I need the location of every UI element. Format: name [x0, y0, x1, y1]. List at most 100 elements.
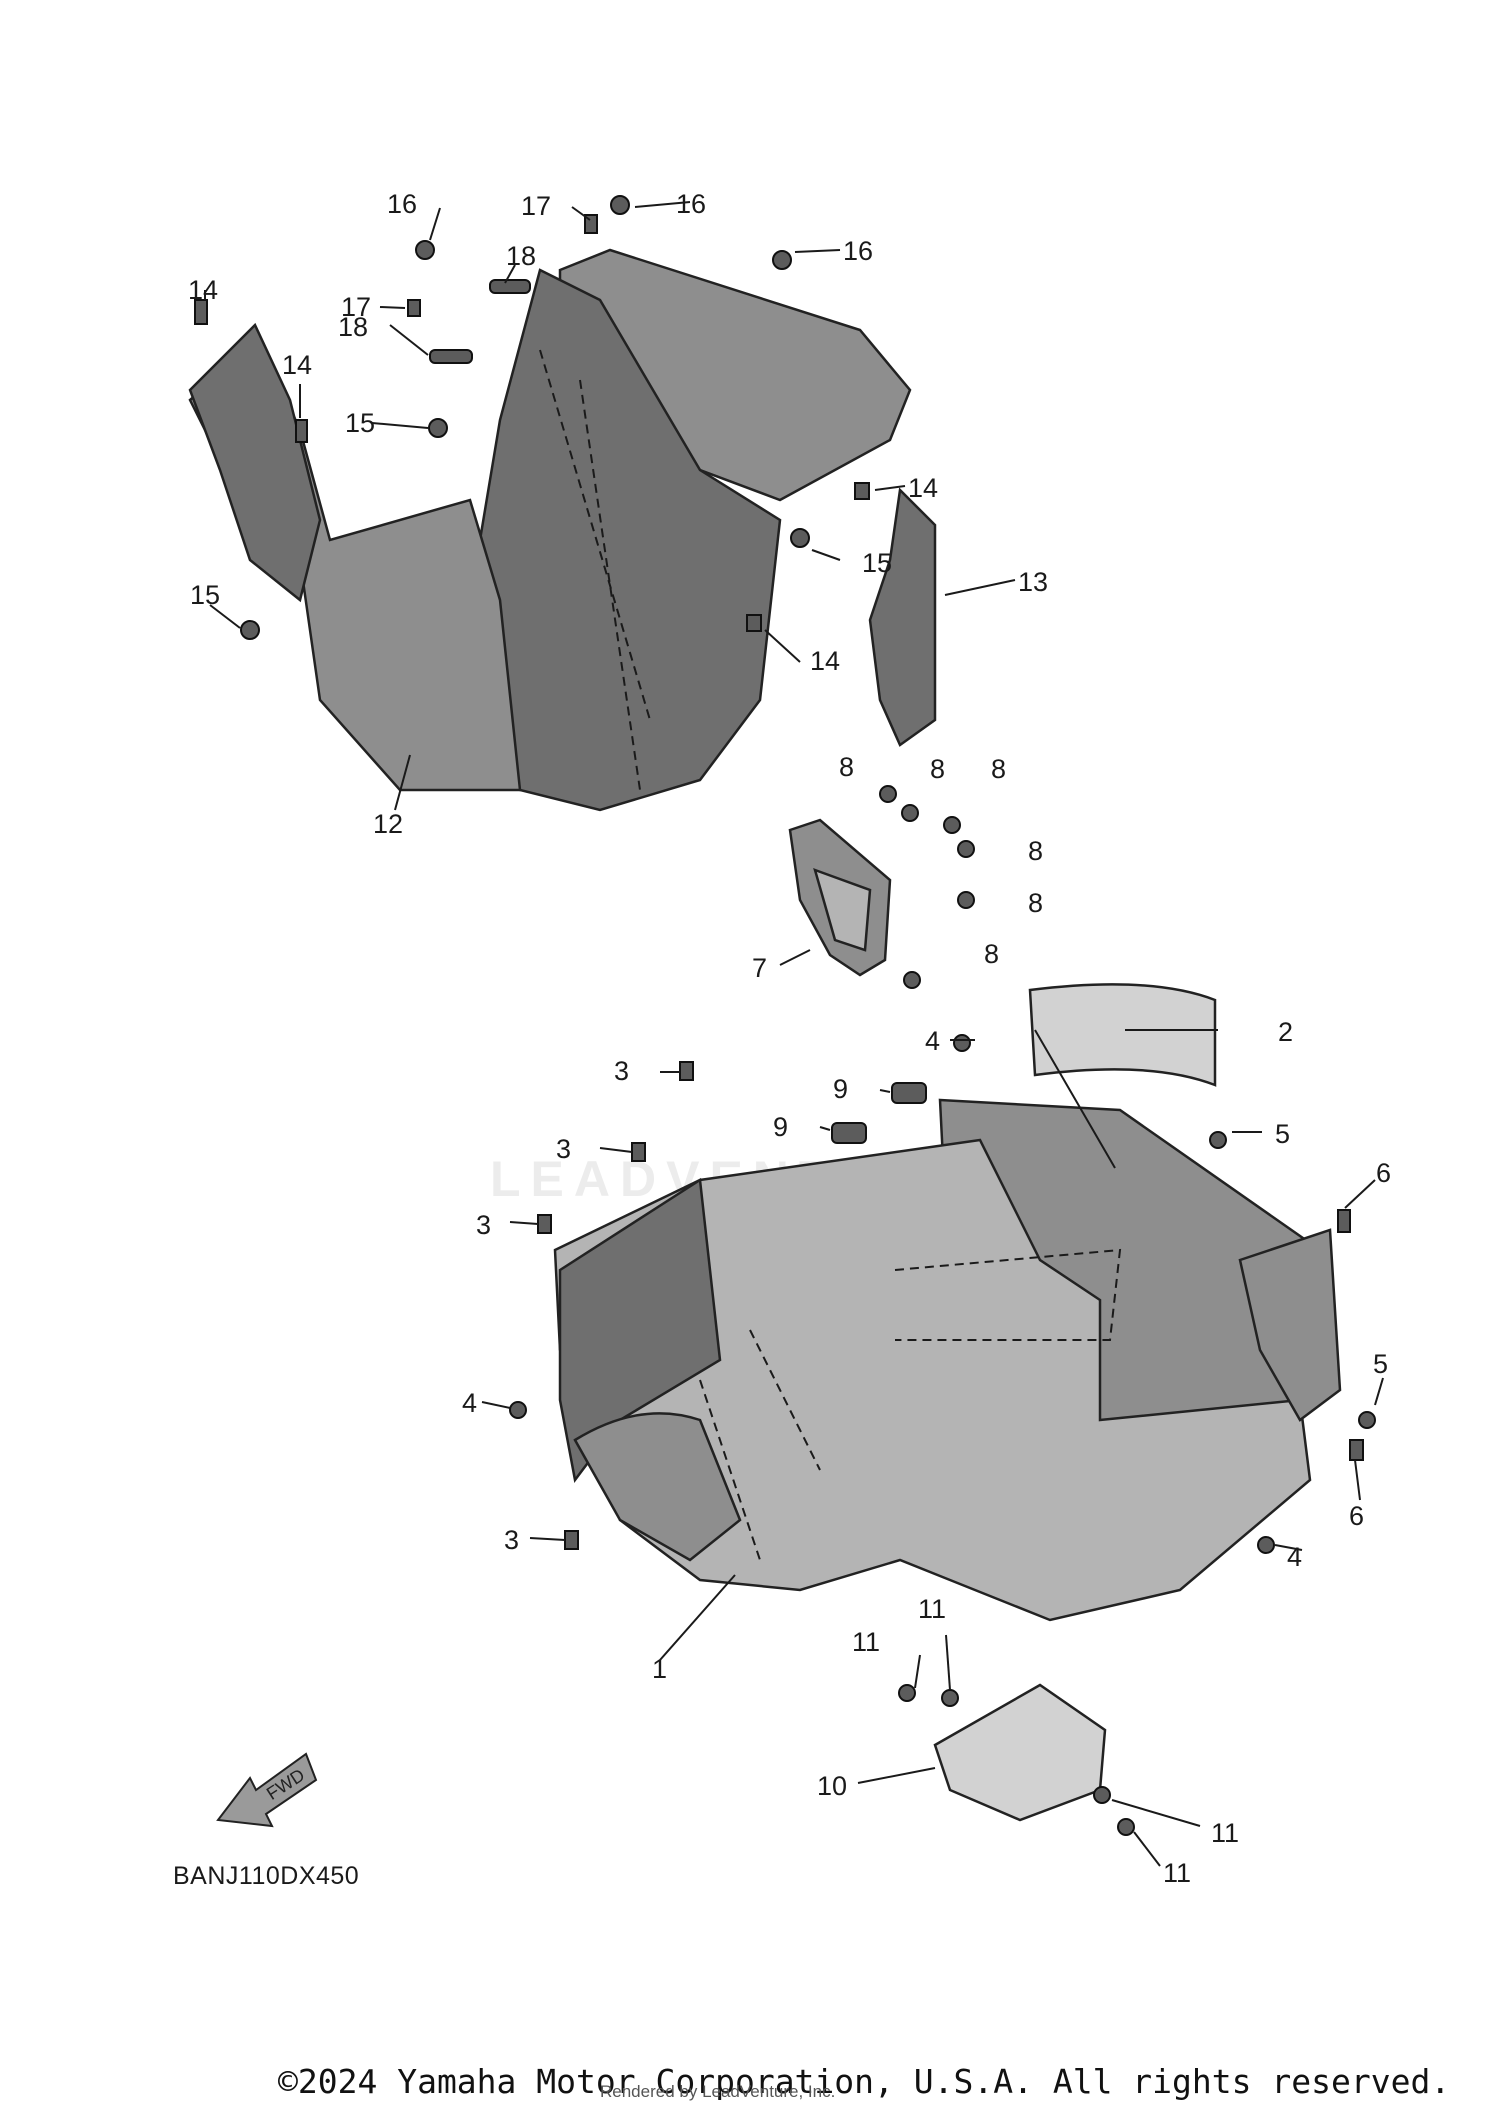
clip-14b — [295, 419, 308, 443]
bolt-15c — [240, 620, 260, 640]
bolt-11d — [1117, 1818, 1135, 1836]
callout-5: 5 — [1373, 1349, 1388, 1379]
callout-15: 15 — [862, 548, 892, 578]
seam-line — [894, 1248, 1122, 1341]
clip-14a — [194, 299, 208, 325]
callout-16: 16 — [843, 236, 873, 266]
part-12-left-flare — [188, 322, 322, 603]
upper-panel-assembly — [188, 248, 912, 812]
bolt-8a — [879, 785, 897, 803]
lower-floor-assembly — [553, 1098, 1342, 1622]
clip-3b — [631, 1142, 646, 1162]
bolt-8f — [903, 971, 921, 989]
bolt-8b — [901, 804, 919, 822]
callout-12: 12 — [373, 809, 403, 839]
clip-14c — [854, 482, 870, 500]
callout-15: 15 — [190, 580, 220, 610]
clip-6a — [1337, 1209, 1351, 1233]
seam-line — [749, 1329, 821, 1471]
pad-9a — [891, 1082, 927, 1104]
leader-lines — [204, 201, 1384, 1867]
callout-8: 8 — [1028, 888, 1043, 918]
callout-6: 6 — [1376, 1158, 1391, 1188]
callout-10: 10 — [817, 1771, 847, 1801]
callout-18: 18 — [506, 241, 536, 271]
callout-3: 3 — [504, 1525, 519, 1555]
fwd-arrow-icon — [216, 1752, 318, 1828]
clip-6b — [1349, 1439, 1364, 1461]
callout-5: 5 — [1275, 1119, 1290, 1149]
callout-14: 14 — [810, 646, 840, 676]
callout-9: 9 — [833, 1074, 848, 1104]
clip-17b — [407, 299, 421, 317]
callout-labels: 16 17 16 18 16 14 17 18 14 15 14 15 13 1… — [188, 189, 1391, 1888]
callout-8: 8 — [930, 754, 945, 784]
part-2-mat — [1028, 983, 1217, 1087]
bolt-8c — [943, 816, 961, 834]
pad-18b — [429, 349, 473, 364]
callout-3: 3 — [614, 1056, 629, 1086]
seam-line — [579, 379, 641, 791]
bolt-16b — [610, 195, 630, 215]
part-10-plate — [933, 1683, 1107, 1822]
part-1-wheel-arch — [573, 1412, 742, 1562]
clip-3a — [679, 1061, 694, 1081]
callout-14: 14 — [282, 350, 312, 380]
copyright-notice: ©2024 Yamaha Motor Corporation, U.S.A. A… — [278, 2062, 1451, 2101]
callout-16: 16 — [387, 189, 417, 219]
bolt-16a — [415, 240, 435, 260]
callout-3: 3 — [556, 1134, 571, 1164]
diagram-code: BANJ110DX450 — [173, 1862, 360, 1890]
bolt-4b — [509, 1401, 527, 1419]
bolt-15a — [428, 418, 448, 438]
callout-14: 14 — [188, 275, 218, 305]
pad-9b — [831, 1122, 867, 1144]
callout-2: 2 — [1278, 1017, 1293, 1047]
callout-14: 14 — [908, 473, 938, 503]
bolt-4a — [953, 1034, 971, 1052]
bolt-16c — [772, 250, 792, 270]
clip-14d — [746, 614, 762, 632]
callout-13: 13 — [1018, 567, 1048, 597]
part-13-side-panel — [868, 487, 937, 747]
bolt-11a — [898, 1684, 916, 1702]
callout-15: 15 — [345, 408, 375, 438]
callout-6: 6 — [1349, 1501, 1364, 1531]
callout-4: 4 — [925, 1026, 940, 1056]
callout-11: 11 — [918, 1594, 946, 1624]
callout-8: 8 — [991, 754, 1006, 784]
bolt-5a — [1209, 1131, 1227, 1149]
callout-11: 11 — [1211, 1818, 1239, 1848]
callout-4: 4 — [1287, 1542, 1302, 1572]
callout-8: 8 — [984, 939, 999, 969]
part-7-bracket — [788, 818, 892, 977]
fwd-arrow: FWD — [216, 1752, 318, 1828]
clip-3d — [564, 1530, 579, 1550]
callout-16: 16 — [676, 189, 706, 219]
clip-3c — [537, 1214, 552, 1234]
callout-9: 9 — [773, 1112, 788, 1142]
bolt-15b — [790, 528, 810, 548]
pad-18a — [489, 279, 531, 294]
callout-8: 8 — [1028, 836, 1043, 866]
bolt-8d — [957, 840, 975, 858]
callout-17: 17 — [521, 191, 551, 221]
callout-11: 11 — [852, 1627, 880, 1657]
callout-4: 4 — [462, 1388, 477, 1418]
fasteners — [194, 195, 1376, 1836]
seam-line — [699, 1379, 761, 1561]
callout-17: 17 — [341, 292, 371, 322]
callout-8: 8 — [839, 752, 854, 782]
part-1-right-wall — [1238, 1228, 1342, 1422]
callout-11: 11 — [1163, 1858, 1191, 1888]
bolt-8e — [957, 891, 975, 909]
bolt-4c — [1257, 1536, 1275, 1554]
seam-line — [539, 349, 651, 721]
callout-3: 3 — [476, 1210, 491, 1240]
bolt-11c — [1093, 1786, 1111, 1804]
rendered-by-notice: Rendered by LeadVenture, Inc. — [600, 2082, 836, 2101]
callout-18: 18 — [338, 312, 368, 342]
bolt-11b — [941, 1689, 959, 1707]
bolt-5b — [1358, 1411, 1376, 1429]
